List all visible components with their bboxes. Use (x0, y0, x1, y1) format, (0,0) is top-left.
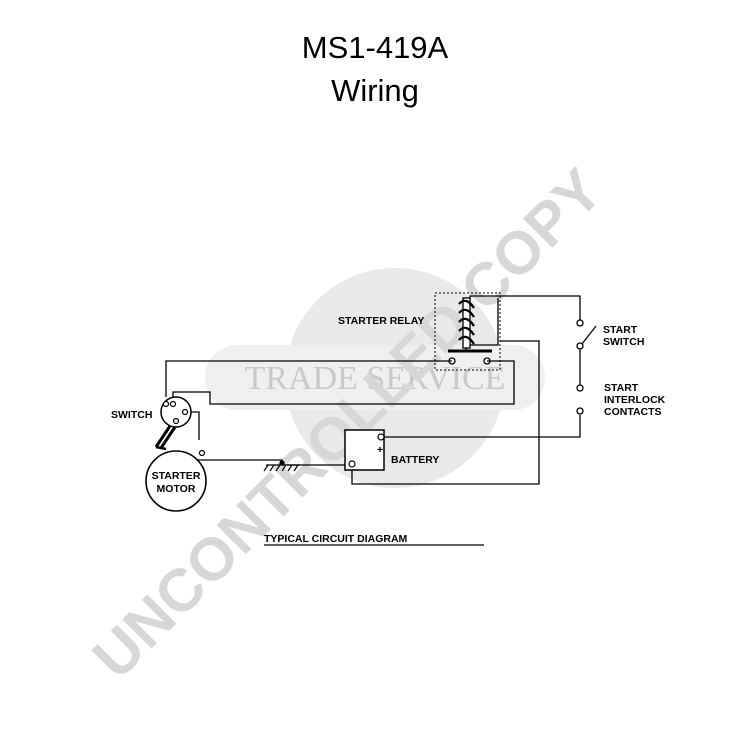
switch-plunger (154, 425, 177, 449)
page-title: MS1-419A (301, 30, 449, 65)
page-subtitle: Wiring (331, 73, 419, 108)
switch-label: SWITCH (111, 409, 152, 421)
start-switch-label-2: SWITCH (603, 336, 644, 348)
ground-icon (263, 460, 300, 472)
starter-motor (145, 449, 207, 512)
relay-core (462, 297, 471, 349)
starter-motor-label-1: STARTER (152, 470, 201, 482)
interlock-label-3: CONTACTS (604, 406, 662, 418)
relay-dotted-box (434, 292, 501, 371)
start-switch (576, 319, 597, 350)
watermark-uncontrolled-copy: UNCONTROLLED COPY (80, 156, 615, 691)
watermark-trade-service: TRADE SERVICE (245, 360, 506, 397)
battery (344, 429, 385, 471)
battery-plus: + (377, 444, 383, 456)
battery-label: BATTERY (391, 454, 439, 466)
solenoid-switch (160, 396, 192, 428)
start-switch-label-1: START (603, 324, 638, 336)
interlock-contacts (576, 384, 584, 415)
starter-relay-label: STARTER RELAY (338, 315, 424, 327)
diagram-caption: TYPICAL CIRCUIT DIAGRAM (264, 533, 408, 545)
relay-coil (458, 299, 475, 345)
interlock-label-1: START (604, 382, 639, 394)
starter-motor-label-2: MOTOR (157, 483, 196, 495)
interlock-label-2: INTERLOCK (604, 394, 666, 406)
